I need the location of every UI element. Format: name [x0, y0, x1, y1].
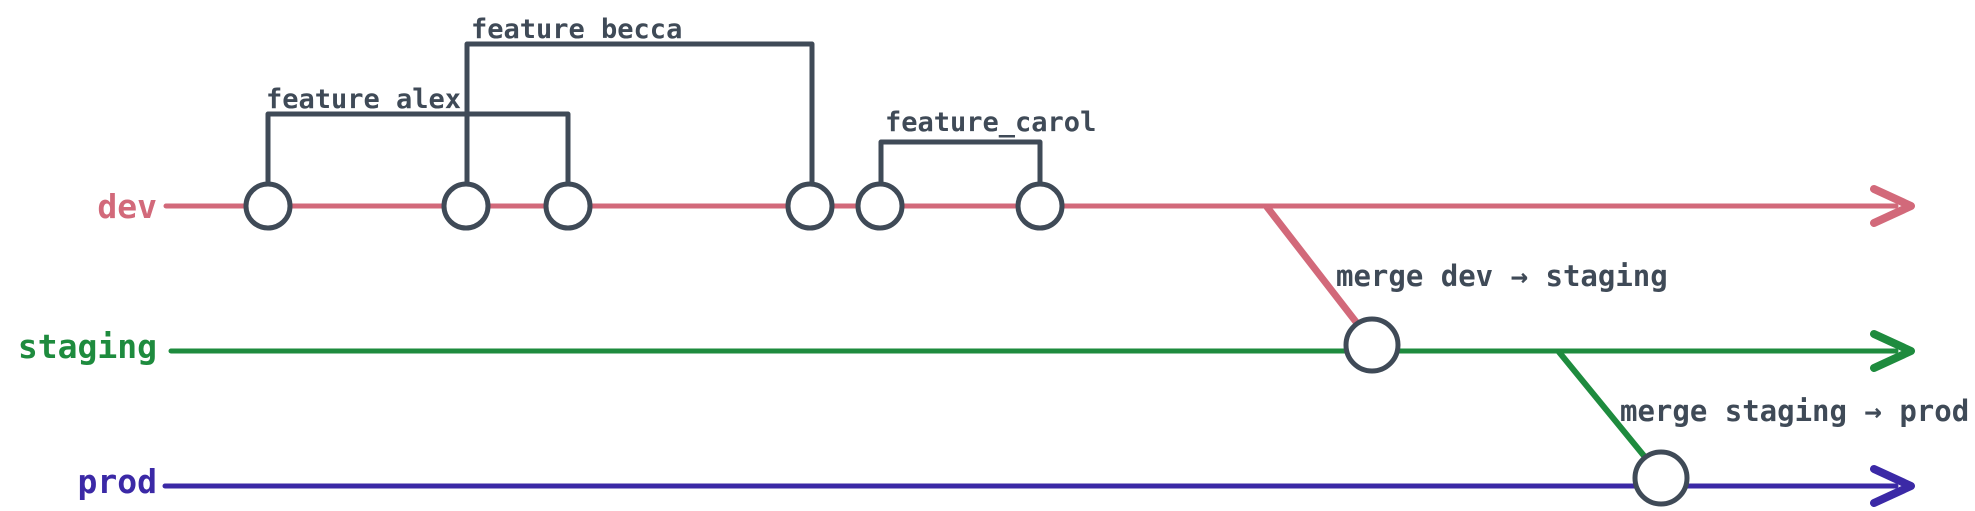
- dev-branch-label: dev: [97, 187, 157, 226]
- merge-commit-node-prod: [1632, 449, 1690, 507]
- feature-becca-bracket: [464, 41, 815, 188]
- feature-alex-label: feature_alex: [266, 84, 461, 115]
- merge-dev-to-staging-edge: [1263, 203, 1374, 344]
- prod-branch-label: prod: [78, 462, 157, 501]
- merge-dev-to-staging-label: merge dev → staging: [1336, 259, 1668, 293]
- prod-arrowhead: [1870, 465, 1915, 507]
- merge-staging-to-prod-edge: [1556, 349, 1661, 476]
- dev-arrowhead: [1870, 185, 1915, 227]
- merge-commit-node-staging: [1343, 316, 1401, 374]
- merge-staging-to-prod-label: merge staging → prod: [1620, 394, 1969, 428]
- feature-carol-label: feature_carol: [885, 107, 1096, 138]
- commit-node-3: [543, 181, 593, 231]
- commit-node-2: [441, 181, 491, 231]
- commit-node-4: [785, 181, 835, 231]
- feature-alex-bracket: [265, 111, 571, 188]
- feature-becca-label: feature_becca: [471, 14, 682, 45]
- commit-node-6: [1015, 181, 1065, 231]
- commit-node-5: [855, 181, 905, 231]
- staging-branch-label: staging: [18, 327, 157, 366]
- commit-node-1: [243, 181, 293, 231]
- feature-carol-bracket: [878, 139, 1043, 188]
- staging-arrowhead: [1870, 330, 1915, 372]
